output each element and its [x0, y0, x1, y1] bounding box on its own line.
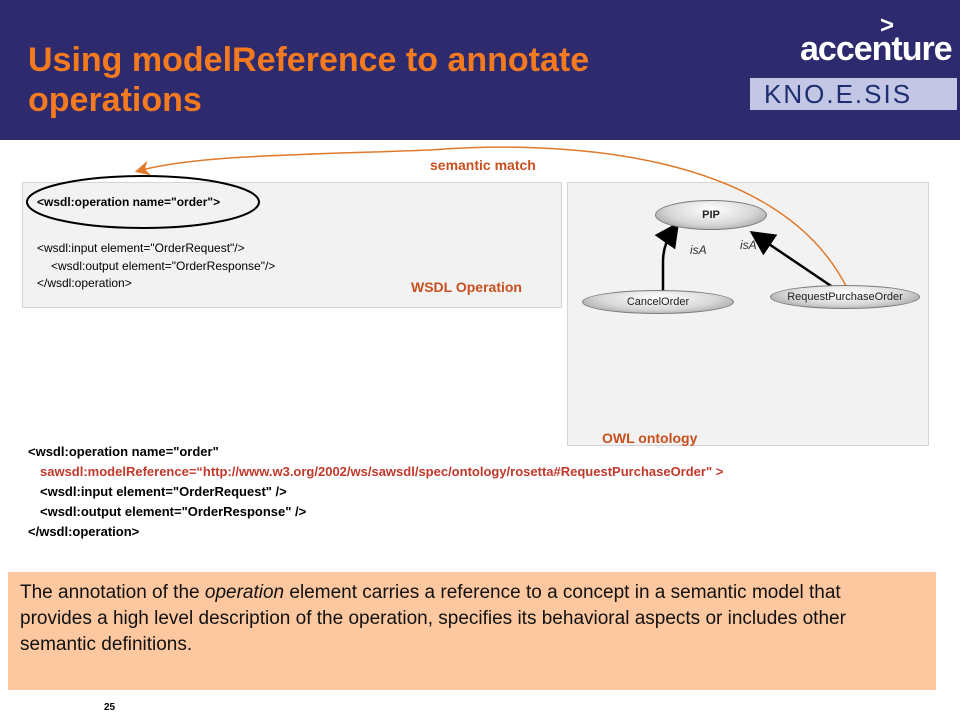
explanation-text: The annotation of the operation element … [20, 580, 900, 658]
isa-label-left: isA [690, 243, 707, 257]
owl-ontology-label: OWL ontology [602, 430, 698, 446]
code-line-model-reference: sawsdl:modelReference=“http://www.w3.org… [40, 464, 724, 479]
cancel-order-node: CancelOrder [582, 290, 734, 314]
wsdl-line-1: <wsdl:operation name="order"> [37, 195, 221, 209]
note-text-after: element carries a reference to a concept… [20, 582, 846, 655]
code-line-input: <wsdl:input element="OrderRequest" /> [40, 484, 287, 499]
page-number: 25 [104, 702, 116, 713]
pip-node: PIP [655, 200, 767, 230]
wsdl-line-3: <wsdl:output element="OrderResponse"/> [51, 259, 276, 273]
page-title: Using modelReference to annotate operati… [28, 41, 590, 119]
isa-arrow-left [654, 221, 680, 292]
accenture-logo: accenture [800, 30, 953, 68]
accenture-logo-mark: > [880, 12, 895, 39]
wsdl-line-2: <wsdl:input element="OrderRequest"/> [37, 241, 245, 255]
note-text-italic: operation [204, 582, 285, 603]
header-banner: Using modelReference to annotate operati… [0, 0, 960, 140]
code-line-1: <wsdl:operation name="order" [28, 444, 219, 459]
isa-arrow-right [749, 231, 841, 294]
wsdl-operation-label: WSDL Operation [411, 279, 522, 295]
explanation-note: The annotation of the operation element … [8, 572, 936, 690]
operation-highlight-ellipse [26, 175, 260, 229]
isa-label-right: isA [740, 238, 757, 252]
knoesis-logo: KNO.E.SIS [750, 78, 957, 110]
semantic-match-arrow [134, 146, 849, 291]
note-text-before: The annotation of the [20, 582, 205, 603]
code-line-close: </wsdl:operation> [28, 524, 140, 539]
knoesis-logo-text: KNO.E.SIS [764, 79, 913, 109]
semantic-match-label: semantic match [430, 157, 536, 173]
wsdl-operation-panel: <wsdl:operation name="order"> <wsdl:inpu… [22, 182, 562, 308]
annotated-code-block: <wsdl:operation name="order" sawsdl:mode… [28, 442, 723, 542]
request-purchase-order-node: RequestPurchaseOrder [770, 285, 920, 309]
wsdl-line-4: </wsdl:operation> [37, 276, 132, 290]
code-line-output: <wsdl:output element="OrderResponse" /> [40, 504, 307, 519]
